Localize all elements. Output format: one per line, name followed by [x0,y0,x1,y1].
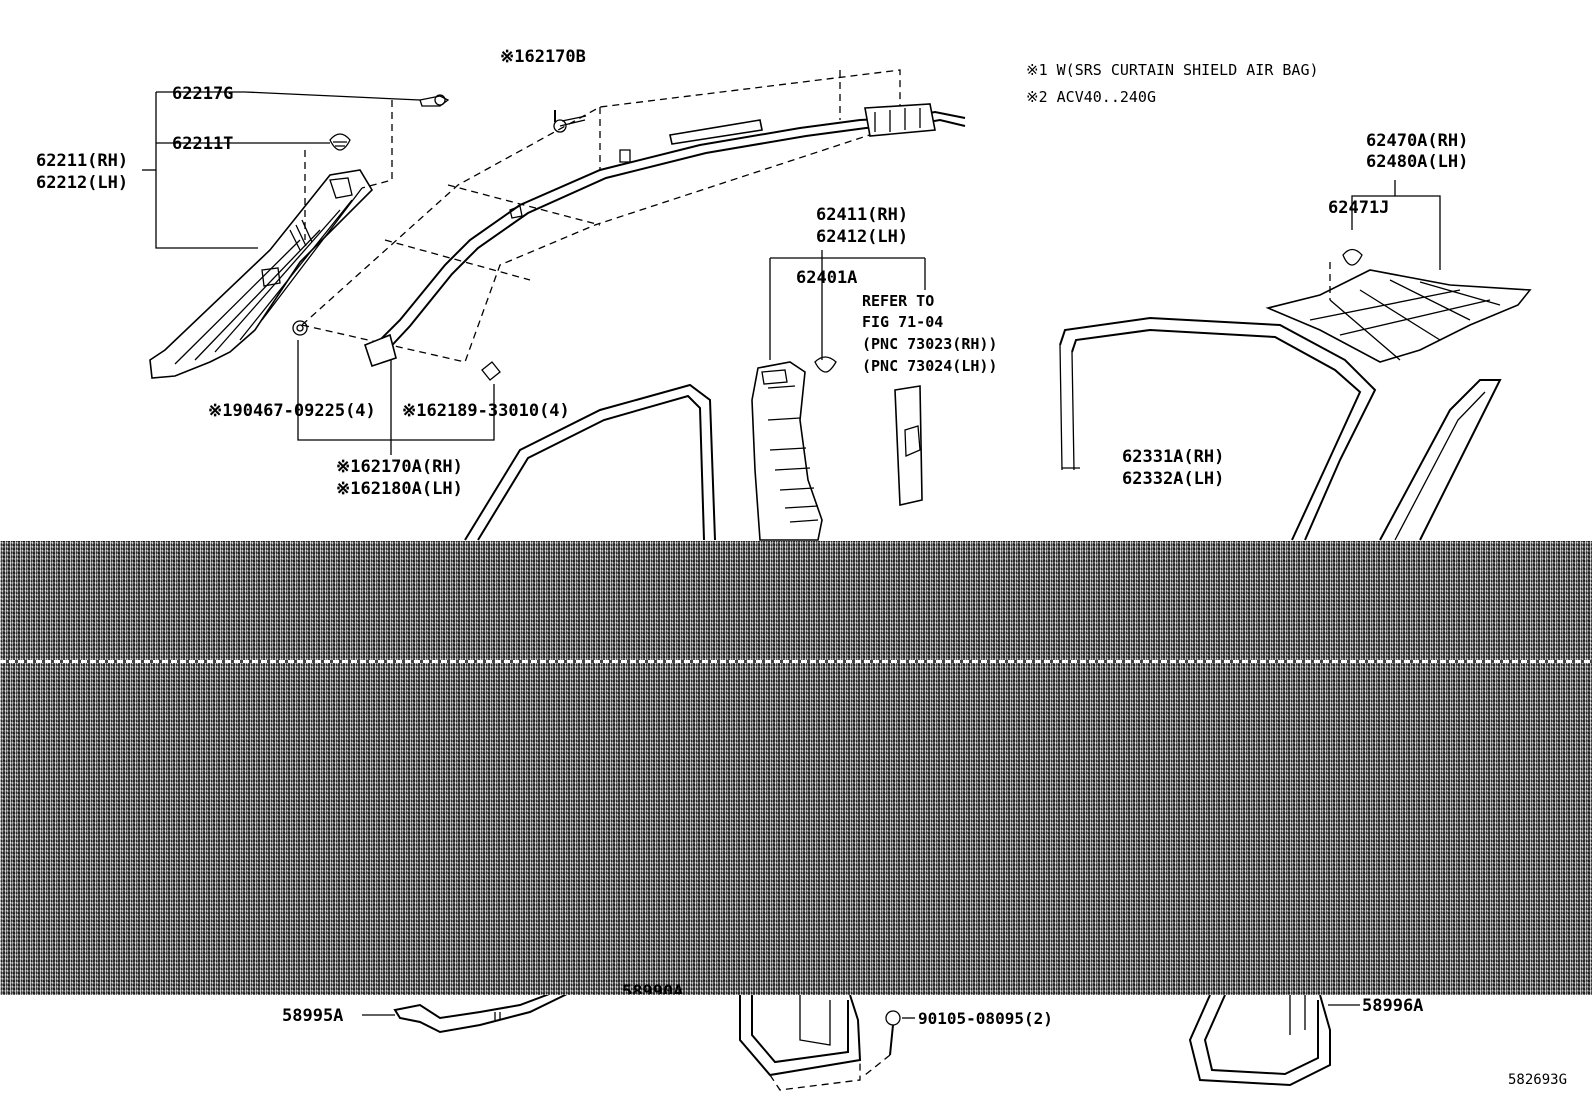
bolt-90105 [864,1010,915,1076]
center-pillar-garnish [751,361,823,541]
note-airbag: ※1 W(SRS CURTAIN SHIELD AIR BAG) [1026,61,1319,79]
label-58990a: 58990A [622,982,684,994]
label-62189: ※162189-33010(4) [402,401,570,421]
nut-90467 [292,320,308,336]
leader-lines-center [769,250,926,360]
label-62212-lh: 62212(LH) [36,173,129,193]
clip-62211t [329,133,351,151]
bolt-62170b [553,110,587,133]
quarter-trim-strip [1379,379,1502,541]
seat-belt-anchor-cover [894,385,923,506]
refer-line-1: REFER TO [862,292,935,310]
scan-noise-band [0,541,1592,995]
leader-lines-right [1351,180,1441,270]
label-62331a: 62331A(RH) [1122,447,1225,467]
bracket-58995a [362,988,567,1034]
label-58996a: 58996A [1362,996,1424,1016]
label-62332a: 62332A(LH) [1122,469,1225,489]
label-62411: 62411(RH) [816,205,909,225]
clip-62217g [419,94,450,107]
refer-line-4: (PNC 73024(LH)) [862,357,998,375]
label-62180a: ※162180A(LH) [336,479,463,499]
label-62211-rh: 62211(RH) [36,151,129,171]
label-62470a: 62470A(RH) [1366,131,1469,151]
label-62412: 62412(LH) [816,227,909,247]
rear-door-weatherstrip [1059,316,1377,541]
label-90105: 90105-08095(2) [918,1009,1053,1028]
figure-id: 582693G [1508,1072,1568,1088]
clip-62401a [814,356,837,373]
curtain-shield-airbag [300,69,966,368]
bracket-58996a [1188,994,1360,1087]
scan-noise-line [0,660,1592,663]
note-model: ※2 ACV40..240G [1026,88,1156,106]
label-62480a: 62480A(LH) [1366,152,1469,172]
label-62401a: 62401A [796,268,858,288]
refer-line-2: FIG 71-04 [862,313,944,331]
label-58995a: 58995A [282,1006,344,1026]
label-62170a: ※162170A(RH) [336,457,463,477]
clip-62471j [1329,248,1363,300]
front-pillar-garnish [149,169,374,379]
roof-side-inner-garnish [1265,269,1532,363]
label-62170b: ※162170B [500,47,586,67]
label-90467: ※190467-09225(4) [208,401,376,421]
clip-62189 [481,361,501,381]
front-door-weatherstrip [464,383,716,541]
label-62217g: 62217G [172,84,234,104]
label-62471j: 62471J [1328,198,1390,218]
label-62211t: 62211T [172,134,234,154]
refer-line-3: (PNC 73023(RH)) [862,335,998,353]
bracket-58990a [739,994,862,1091]
leader-lines-left [142,91,495,455]
